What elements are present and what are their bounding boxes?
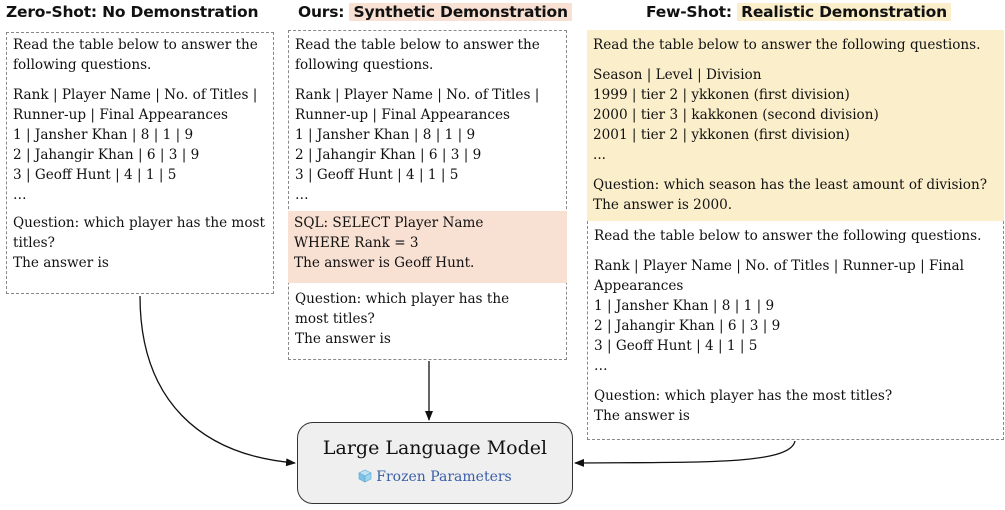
text-line: 1 | Jansher Khan | 8 | 1 | 9 (594, 298, 775, 314)
few-shot-demo-table: Season | Level | Division 1999 | tier 2 |… (587, 65, 1004, 165)
text-line: following questions. (13, 57, 152, 73)
text-line: The answer is (295, 331, 391, 347)
text-line: titles? (13, 235, 55, 251)
few-shot-question: Question: which player has the most titl… (588, 386, 1003, 426)
llm-title: Large Language Model (322, 437, 548, 459)
text-line: Runner-up | Final Appearances (13, 107, 228, 123)
text-line: Read the table below to answer the (295, 37, 540, 53)
few-shot-arrow (574, 440, 796, 467)
few-shot-prompt-box: Read the table below to answer the follo… (587, 30, 1004, 440)
text-line: Question: which player has the (295, 291, 510, 307)
few-shot-intro: Read the table below to answer the follo… (588, 226, 1003, 246)
llm-box: Large Language Model Frozen Parameters (297, 422, 573, 504)
text-line: 1 | Jansher Khan | 8 | 1 | 9 (13, 127, 194, 143)
text-line: Appearances (594, 278, 684, 294)
zero-shot-arrow (139, 295, 296, 467)
header-few-shot-highlight: Realistic Demonstration (737, 3, 951, 21)
header-few-shot: Few-Shot: Realistic Demonstration (646, 3, 951, 21)
text-line: 1 | Jansher Khan | 8 | 1 | 9 (295, 127, 476, 143)
ours-intro: Read the table below to answer the follow… (289, 31, 566, 75)
text-line: 2 | Jahangir Khan | 6 | 3 | 9 (594, 318, 781, 334)
text-line: 2001 | tier 2 | ykkonen (first division) (593, 127, 850, 143)
few-shot-realistic-demonstration: Read the table below to answer the follo… (587, 30, 1004, 221)
text-line: Question: which season has the least amo… (593, 177, 987, 193)
text-line: 2 | Jahangir Khan | 6 | 3 | 9 (295, 147, 482, 163)
text-line: Question: which player has the most (13, 215, 265, 231)
text-line: Rank | Player Name | No. of Titles | (13, 87, 258, 103)
text-line: Rank | Player Name | No. of Titles | Run… (594, 258, 964, 274)
text-line: 3 | Geoff Hunt | 4 | 1 | 5 (295, 167, 459, 183)
text-line: The answer is (13, 255, 109, 271)
ice-cube-icon (358, 469, 372, 488)
frozen-parameters-label: Frozen Parameters (298, 468, 572, 488)
text-line: WHERE Rank = 3 (294, 235, 419, 251)
text-line: 3 | Geoff Hunt | 4 | 1 | 5 (594, 338, 758, 354)
text-line: … (13, 187, 27, 203)
text-line: following questions. (295, 57, 434, 73)
text-line: 2000 | tier 3 | kakkonen (second divisio… (593, 107, 879, 123)
text-line: ... (593, 147, 606, 163)
ours-table: Rank | Player Name | No. of Titles | Runn… (289, 85, 566, 205)
text-line: Read the table below to answer the follo… (593, 37, 981, 53)
text-line: 2 | Jahangir Khan | 6 | 3 | 9 (13, 147, 200, 163)
zero-shot-prompt-box: Read the table below to answer the follow… (6, 32, 274, 294)
text-line: Season | Level | Division (593, 67, 762, 83)
header-ours: Ours: Synthetic Demonstration (298, 3, 572, 21)
frozen-parameters-text: Frozen Parameters (376, 469, 512, 485)
text-line: … (594, 358, 608, 374)
few-shot-table: Rank | Player Name | No. of Titles | Run… (588, 256, 1003, 376)
ours-question: Question: which player has the most title… (289, 289, 566, 349)
text-line: The answer is Geoff Hunt. (294, 255, 475, 271)
text-line: … (295, 187, 309, 203)
text-line: Read the table below to answer the follo… (594, 228, 982, 244)
zero-shot-question: Question: which player has the most title… (7, 213, 273, 273)
text-line: Rank | Player Name | No. of Titles | (295, 87, 540, 103)
zero-shot-intro: Read the table below to answer the follow… (7, 33, 273, 75)
text-line: The answer is 2000. (593, 197, 733, 213)
header-zero-shot: Zero-Shot: No Demonstration (6, 3, 259, 21)
text-line: Read the table below to answer the (13, 37, 258, 53)
few-shot-demo-question: Question: which season has the least amo… (587, 175, 1004, 215)
text-line: SQL: SELECT Player Name (294, 215, 484, 231)
header-few-shot-prefix: Few-Shot: (646, 3, 738, 21)
text-line: Runner-up | Final Appearances (295, 107, 510, 123)
ours-prompt-box: Read the table below to answer the follow… (288, 30, 567, 360)
text-line: 1999 | tier 2 | ykkonen (first division) (593, 87, 850, 103)
header-ours-prefix: Ours: (298, 3, 350, 21)
text-line: Question: which player has the most titl… (594, 388, 893, 404)
few-shot-demo-intro: Read the table below to answer the follo… (587, 35, 1004, 55)
zero-shot-table: Rank | Player Name | No. of Titles | Runn… (7, 85, 273, 205)
text-line: The answer is (594, 408, 690, 424)
text-line: 3 | Geoff Hunt | 4 | 1 | 5 (13, 167, 177, 183)
header-ours-highlight: Synthetic Demonstration (349, 3, 572, 21)
text-line: most titles? (295, 311, 375, 327)
